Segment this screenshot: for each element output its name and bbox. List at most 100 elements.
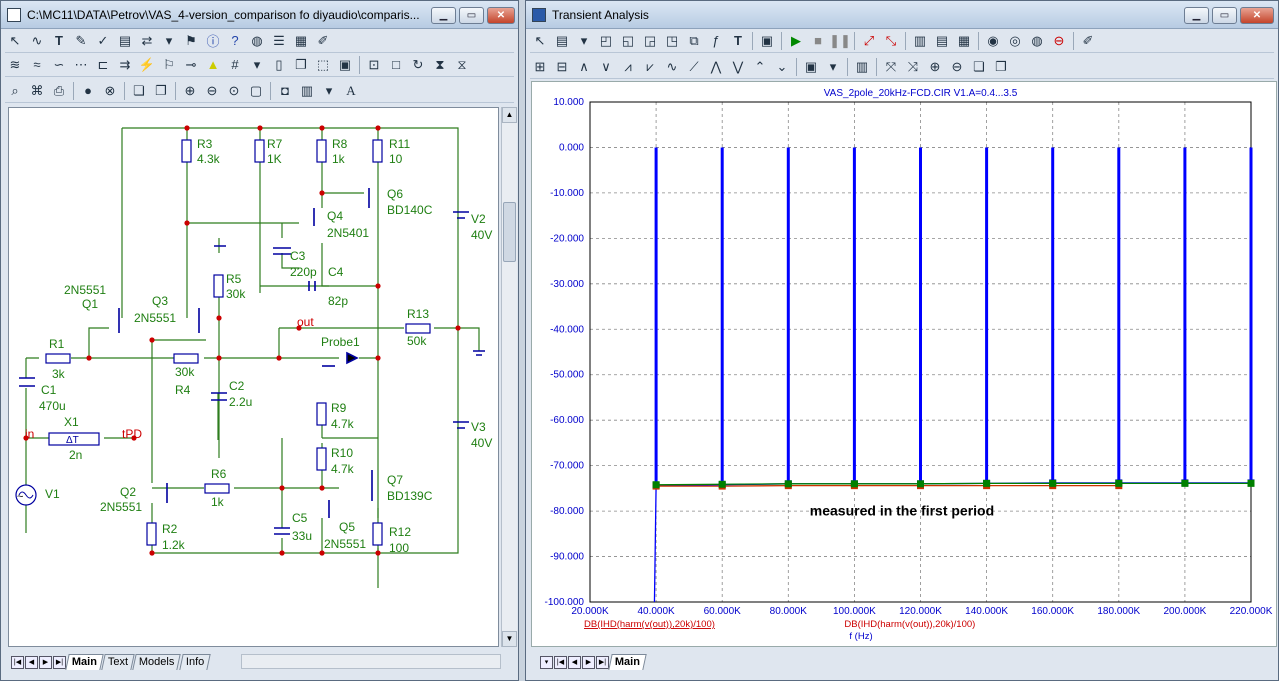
valley-icon[interactable]: ∨: [601, 58, 611, 74]
inflect-icon[interactable]: ∿: [666, 58, 678, 74]
globe-icon[interactable]: ◍: [251, 32, 263, 48]
select-arrow-icon[interactable]: ↖: [9, 32, 21, 48]
more-dropdown-icon[interactable]: ▾: [325, 82, 333, 98]
grid-dropdown-icon[interactable]: ▾: [253, 56, 261, 72]
align-icon[interactable]: ▥: [300, 82, 314, 98]
analysis-next-button[interactable]: ▶: [582, 655, 595, 669]
text-tool-icon[interactable]: T: [55, 33, 63, 48]
table-icon[interactable]: ▦: [294, 32, 308, 48]
copy-icon[interactable]: ❐: [295, 56, 307, 72]
mirror-icon[interactable]: ⧗: [435, 56, 445, 72]
copy2-icon[interactable]: ❏: [133, 82, 145, 98]
scroll-down-button[interactable]: ▼: [502, 631, 517, 647]
dropdown-icon[interactable]: ▾: [165, 32, 173, 48]
wave-tool-3-icon[interactable]: ∽: [53, 56, 65, 72]
rotate-icon[interactable]: ↻: [412, 56, 424, 72]
plot-6-icon[interactable]: ƒ: [712, 33, 720, 48]
stop-icon[interactable]: ●: [84, 83, 92, 98]
fit-icon[interactable]: ⤧: [885, 58, 897, 74]
last-page-button[interactable]: ▶|: [53, 655, 66, 669]
gate-icon[interactable]: ⊏: [97, 56, 109, 72]
close-button[interactable]: ✕: [487, 7, 515, 24]
analysis-props-icon[interactable]: ▣: [760, 32, 774, 48]
top-icon[interactable]: ⌃: [754, 58, 766, 74]
tab-models[interactable]: Models: [132, 654, 182, 670]
high-icon[interactable]: ⩘: [624, 58, 632, 74]
scale-2-icon[interactable]: ⤡: [885, 32, 897, 48]
next-page-button[interactable]: ▶: [39, 655, 52, 669]
analysis-text-icon[interactable]: T: [734, 33, 742, 48]
find-icon[interactable]: ⌕: [11, 82, 19, 98]
prev-page-button[interactable]: ◀: [25, 655, 38, 669]
probe-1-icon[interactable]: ◉: [987, 32, 999, 48]
wave-tool-4-icon[interactable]: ⋯: [74, 56, 88, 72]
peak-icon[interactable]: ∧: [579, 58, 589, 74]
plot-3-icon[interactable]: ◲: [643, 32, 657, 48]
analysis-zoom-in-icon[interactable]: ⊕: [929, 58, 941, 74]
font-icon[interactable]: A: [346, 82, 356, 98]
binoculars-icon[interactable]: ⌘: [30, 82, 44, 98]
analysis-first-button[interactable]: |◀: [554, 655, 567, 669]
probe-4-icon[interactable]: ⊖: [1053, 32, 1065, 48]
component-icon[interactable]: ▤: [118, 32, 132, 48]
table-1-icon[interactable]: ▥: [913, 32, 927, 48]
select-box-icon[interactable]: ⬚: [316, 56, 330, 72]
analysis-notes-icon[interactable]: ✐: [1082, 32, 1094, 48]
global-high-icon[interactable]: ⋀: [710, 58, 722, 74]
warning-icon[interactable]: ▲: [206, 57, 220, 72]
scroll-up-button[interactable]: ▲: [502, 107, 517, 123]
cursor-1-icon[interactable]: ⊞: [534, 58, 546, 74]
cursor-2-icon[interactable]: ⊟: [556, 58, 568, 74]
stop-run-icon[interactable]: ■: [814, 33, 822, 48]
help-icon[interactable]: ?: [231, 33, 239, 48]
schematic-horizontal-scrollbar[interactable]: [241, 654, 501, 669]
lightning-icon[interactable]: ⚡: [138, 56, 156, 72]
global-low-icon[interactable]: ⋁: [732, 58, 744, 74]
probe-3-icon[interactable]: ◍: [1031, 32, 1043, 48]
fit-2-icon[interactable]: ⤨: [907, 58, 919, 74]
plot-2-icon[interactable]: ◱: [621, 32, 635, 48]
analysis-component-icon[interactable]: ▤: [555, 32, 569, 48]
label-icon[interactable]: ▣: [804, 58, 818, 74]
schematic-canvas[interactable]: . ~ R34.3kR71KR81kR1110Q6BD140CQ42N5401V…: [8, 107, 499, 647]
wave-tool-1-icon[interactable]: ≋: [9, 56, 21, 72]
analysis-paste-icon[interactable]: ❐: [995, 58, 1007, 74]
analysis-dropdown-icon[interactable]: ▾: [580, 32, 588, 48]
slope-icon[interactable]: ⟋: [689, 58, 699, 74]
table-2-icon[interactable]: ▤: [935, 32, 949, 48]
properties-icon[interactable]: ▣: [338, 56, 352, 72]
plot-5-icon[interactable]: ⧉: [689, 32, 699, 48]
schematic-vertical-scrollbar[interactable]: ▲ ▼: [501, 107, 517, 647]
wave-tool-2-icon[interactable]: ≈: [33, 57, 41, 72]
analysis-copy-icon[interactable]: ❏: [973, 58, 985, 74]
zoom-out-icon[interactable]: ⊖: [206, 82, 218, 98]
analysis-select-icon[interactable]: ↖: [534, 32, 546, 48]
analysis-title-bar[interactable]: Transient Analysis ▁ ▭ ✕: [526, 1, 1278, 29]
data-points-icon[interactable]: ▥: [855, 58, 869, 74]
arrows-icon[interactable]: ⇉: [119, 56, 131, 72]
analysis-last-button[interactable]: ▶|: [596, 655, 609, 669]
info-icon[interactable]: ⓘ: [206, 34, 220, 49]
grid-icon[interactable]: #: [231, 57, 239, 72]
pause-icon[interactable]: ❚❚: [829, 32, 851, 48]
label-dropdown-icon[interactable]: ▾: [829, 58, 837, 74]
maximize-button[interactable]: ▭: [459, 7, 484, 24]
paste-icon[interactable]: ❐: [155, 82, 167, 98]
plot-1-icon[interactable]: ◰: [599, 32, 613, 48]
bottom-icon[interactable]: ⌄: [776, 58, 788, 74]
run-icon[interactable]: ▶: [791, 32, 801, 48]
pin-icon[interactable]: ⊸: [185, 56, 197, 72]
plot-4-icon[interactable]: ◳: [665, 32, 679, 48]
table-3-icon[interactable]: ▦: [957, 32, 971, 48]
move-icon[interactable]: ⇄: [141, 32, 153, 48]
list-icon[interactable]: ☰: [273, 32, 285, 48]
analysis-prev-button[interactable]: ◀: [568, 655, 581, 669]
camera-icon[interactable]: ◘: [281, 83, 289, 98]
zoom-fit-icon[interactable]: ⊙: [228, 82, 240, 98]
print-icon[interactable]: ⎙: [53, 82, 65, 98]
check-icon[interactable]: ✓: [97, 32, 109, 48]
zoom-in-icon[interactable]: ⊕: [184, 82, 196, 98]
probe-2-icon[interactable]: ◎: [1009, 32, 1021, 48]
flag-tool-icon[interactable]: ⚐: [163, 56, 175, 72]
